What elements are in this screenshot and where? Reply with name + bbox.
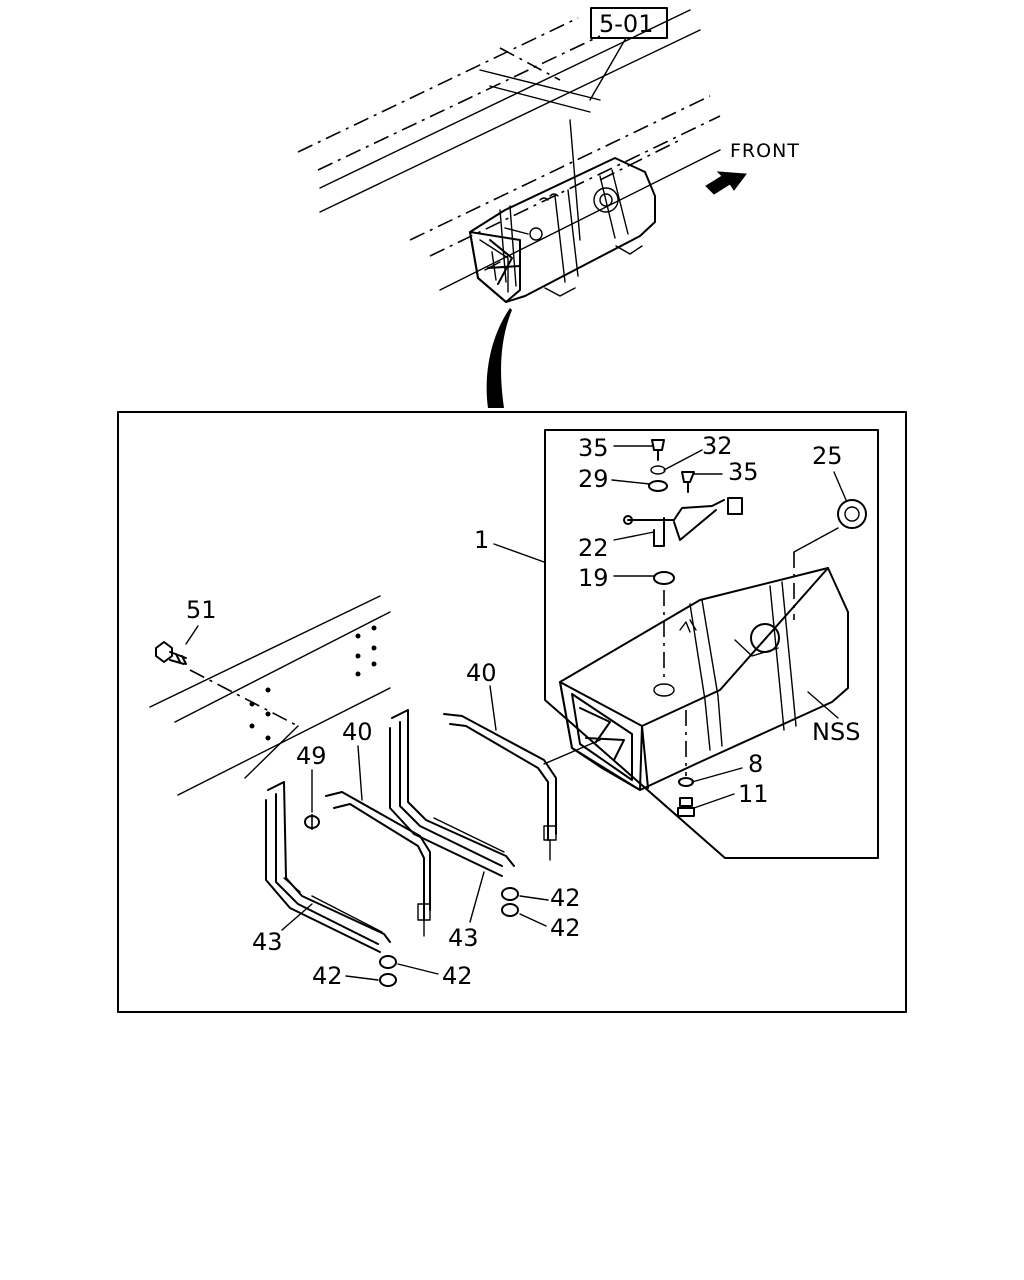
fuel-tank xyxy=(559,567,849,791)
drain-plug xyxy=(677,710,695,817)
reference-label: 5-01 xyxy=(599,10,653,38)
callout-32: 32 xyxy=(702,432,733,460)
front-label: FRONT xyxy=(730,140,800,162)
callout-11: 11 xyxy=(738,780,769,808)
callout-22: 22 xyxy=(578,534,609,562)
callout-42-upper: 42 xyxy=(550,884,581,912)
reference-box: 5-01 xyxy=(589,7,668,101)
callout-42-middle: 42 xyxy=(550,914,581,942)
callout-29: 29 xyxy=(578,465,609,493)
callout-51: 51 xyxy=(186,596,217,624)
callout-labels: 35 32 29 35 25 1 22 19 51 40 40 49 NSS 8… xyxy=(186,432,860,990)
fuel-tank-overview xyxy=(469,157,656,303)
callout-35-upper: 35 xyxy=(578,434,609,462)
chassis-frame-overview xyxy=(297,9,721,291)
chassis-rail-detail xyxy=(149,595,391,796)
front-direction: FRONT xyxy=(705,140,800,195)
front-arrow-icon xyxy=(705,171,747,195)
tank-subassembly-frame xyxy=(544,429,879,859)
bracket-right xyxy=(389,709,515,877)
bracket-left xyxy=(265,781,391,953)
filler-cap-25 xyxy=(793,499,867,620)
callout-42-lower-right: 42 xyxy=(442,962,473,990)
callout-42-lower-left: 42 xyxy=(312,962,343,990)
callout-43-left: 43 xyxy=(252,928,283,956)
strap-right xyxy=(443,713,557,861)
callout-43-right: 43 xyxy=(448,924,479,952)
callout-35-lower: 35 xyxy=(728,458,759,486)
fuel-sender-unit xyxy=(623,439,743,680)
callout-19: 19 xyxy=(578,564,609,592)
callout-49: 49 xyxy=(296,742,327,770)
callout-8: 8 xyxy=(748,750,763,778)
callout-1: 1 xyxy=(474,526,489,554)
detail-frame xyxy=(117,411,907,1013)
bolt-51 xyxy=(155,641,187,665)
detail-leader-curve xyxy=(486,308,512,408)
nuts xyxy=(304,812,519,987)
callout-25: 25 xyxy=(812,442,843,470)
callout-40-right: 40 xyxy=(466,659,497,687)
callout-leaders xyxy=(185,445,847,981)
callout-NSS: NSS xyxy=(812,718,860,746)
callout-40-left: 40 xyxy=(342,718,373,746)
